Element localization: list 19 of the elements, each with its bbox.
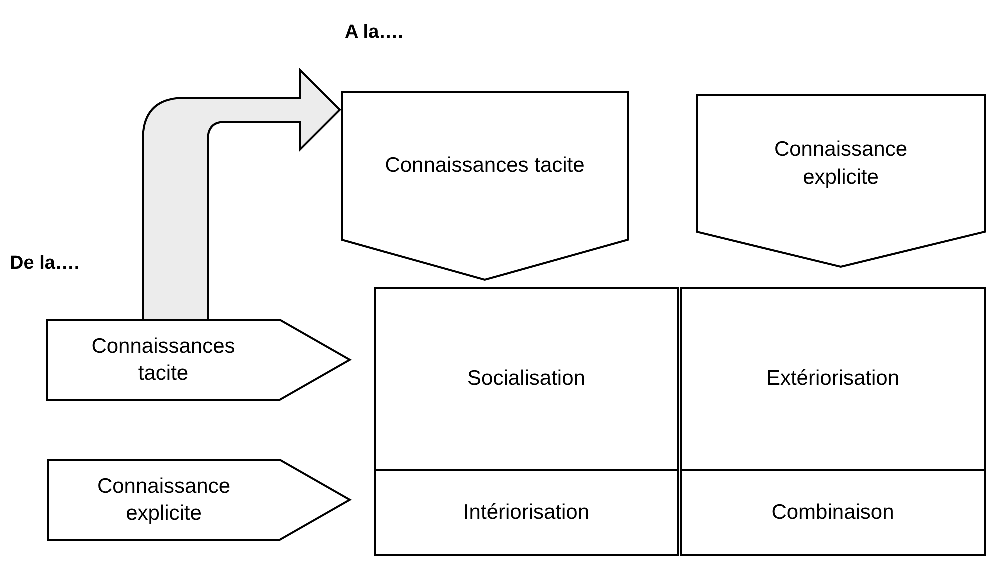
node-label: Socialisation bbox=[468, 366, 586, 392]
node-label: Connaissances tacite bbox=[90, 334, 236, 387]
matrix-cell bbox=[375, 470, 678, 555]
axis-heading: De la…. bbox=[10, 253, 80, 275]
node-label: Connaissance explicite bbox=[96, 474, 232, 527]
matrix-cell bbox=[681, 470, 985, 555]
bent-block-arrow bbox=[142, 69, 341, 321]
down-pentagon-arrow bbox=[342, 92, 628, 280]
right-pentagon-arrow bbox=[48, 460, 350, 540]
down-pentagon-arrow bbox=[697, 95, 985, 267]
node-label: Connaissances tacite bbox=[385, 153, 585, 180]
matrix-cell bbox=[681, 288, 985, 470]
matrix-cell bbox=[375, 288, 678, 470]
node-label: Intériorisation bbox=[463, 500, 590, 526]
node-label: Extériorisation bbox=[766, 366, 900, 392]
node-label: Connaissance explicite bbox=[773, 137, 909, 190]
right-pentagon-arrow bbox=[47, 320, 350, 400]
axis-heading: A la…. bbox=[345, 22, 404, 44]
node-label: Combinaison bbox=[772, 500, 894, 526]
